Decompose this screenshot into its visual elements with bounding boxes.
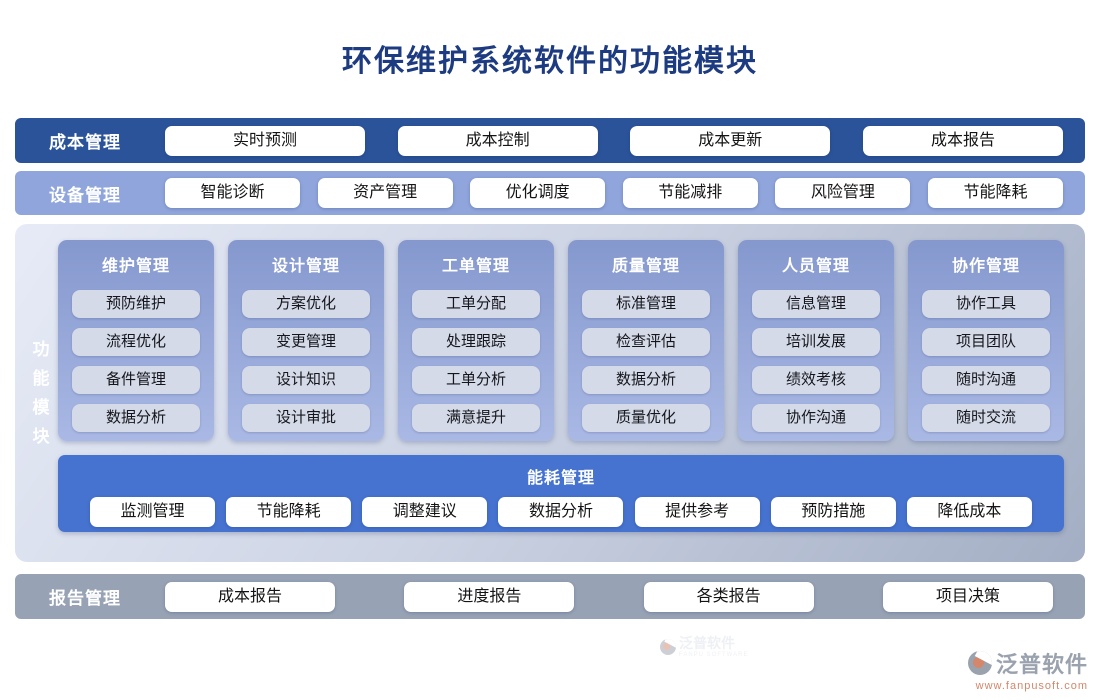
watermark: 泛普软件 FANPU SOFTWARE [660, 636, 748, 658]
module-item-button[interactable]: 培训发展 [752, 328, 880, 356]
energy-management-band: 能耗管理 监测管理节能降耗调整建议数据分析提供参考预防措施降低成本 [58, 455, 1064, 532]
module-column: 质量管理 标准管理检查评估数据分析质量优化 [568, 240, 724, 441]
module-item-button[interactable]: 信息管理 [752, 290, 880, 318]
module-item-button[interactable]: 工单分析 [412, 366, 540, 394]
module-item-button[interactable]: 随时交流 [922, 404, 1050, 432]
function-modules-side-label: 功能模块 [32, 340, 50, 446]
fanpu-website: www.fanpusoft.com [975, 680, 1088, 692]
energy-button-list: 监测管理节能降耗调整建议数据分析提供参考预防措施降低成本 [90, 497, 1032, 527]
module-item-list: 信息管理培训发展绩效考核协作沟通 [752, 290, 880, 432]
report-button-list: 成本报告 进度报告 各类报告 项目决策 [165, 581, 1053, 612]
equipment-button[interactable]: 资产管理 [317, 178, 453, 208]
equipment-bar-label: 设备管理 [49, 185, 121, 205]
module-item-button[interactable]: 数据分析 [582, 366, 710, 394]
report-button[interactable]: 各类报告 [643, 581, 814, 612]
module-column-title: 人员管理 [781, 258, 850, 275]
module-item-list: 方案优化变更管理设计知识设计审批 [242, 290, 370, 432]
energy-button[interactable]: 提供参考 [634, 497, 760, 527]
energy-button[interactable]: 数据分析 [498, 497, 624, 527]
module-item-button[interactable]: 质量优化 [582, 404, 710, 432]
module-item-button[interactable]: 方案优化 [242, 290, 370, 318]
report-button[interactable]: 进度报告 [404, 581, 575, 612]
report-button[interactable]: 项目决策 [882, 581, 1053, 612]
energy-button[interactable]: 降低成本 [906, 497, 1032, 527]
module-item-button[interactable]: 检查评估 [582, 328, 710, 356]
module-column-list: 维护管理 预防维护流程优化备件管理数据分析 设计管理 方案优化变更管理设计知识设… [58, 240, 1064, 441]
module-item-button[interactable]: 预防维护 [72, 290, 200, 318]
module-item-button[interactable]: 设计审批 [242, 404, 370, 432]
module-item-button[interactable]: 数据分析 [72, 404, 200, 432]
report-management-bar: 报告管理 成本报告 进度报告 各类报告 项目决策 [15, 574, 1085, 619]
module-column: 设计管理 方案优化变更管理设计知识设计审批 [228, 240, 384, 441]
equipment-button[interactable]: 智能诊断 [165, 178, 300, 208]
equipment-button[interactable]: 节能减排 [622, 178, 758, 208]
equipment-button-list: 智能诊断资产管理优化调度节能减排风险管理节能降耗 [165, 178, 1063, 208]
fanpu-logo: 泛普软件 www.fanpusoft.com [967, 647, 1088, 692]
module-item-button[interactable]: 处理跟踪 [412, 328, 540, 356]
module-column: 工单管理 工单分配处理跟踪工单分析满意提升 [398, 240, 554, 441]
module-item-button[interactable]: 变更管理 [242, 328, 370, 356]
cost-bar-label: 成本管理 [49, 133, 121, 152]
cost-button[interactable]: 成本更新 [630, 125, 831, 156]
module-column: 协作管理 协作工具项目团队随时沟通随时交流 [908, 240, 1064, 441]
energy-band-title: 能耗管理 [526, 470, 595, 487]
module-item-button[interactable]: 标准管理 [582, 290, 710, 318]
module-column-title: 维护管理 [101, 258, 170, 275]
module-item-list: 预防维护流程优化备件管理数据分析 [72, 290, 200, 432]
cost-button[interactable]: 成本控制 [397, 125, 598, 156]
module-item-button[interactable]: 协作沟通 [752, 404, 880, 432]
module-item-button[interactable]: 流程优化 [72, 328, 200, 356]
report-bar-label: 报告管理 [49, 589, 121, 608]
fanpu-logo-icon [967, 651, 992, 675]
equipment-button[interactable]: 节能降耗 [927, 178, 1063, 208]
function-modules-panel: 功能模块 维护管理 预防维护流程优化备件管理数据分析 设计管理 方案优化变更管理… [15, 224, 1085, 658]
energy-button[interactable]: 预防措施 [770, 497, 896, 527]
fanpu-logo-text: 泛普软件 [995, 652, 1088, 677]
module-column: 维护管理 预防维护流程优化备件管理数据分析 [58, 240, 214, 441]
energy-button[interactable]: 节能降耗 [226, 497, 352, 527]
module-item-list: 标准管理检查评估数据分析质量优化 [582, 290, 710, 432]
energy-button[interactable]: 监测管理 [90, 497, 215, 527]
cost-management-bar: 成本管理 实时预测 成本控制 成本更新成本报告 [15, 118, 1085, 163]
module-column-title: 协作管理 [951, 258, 1020, 275]
page-title: 环保维护系统软件的功能模块 [342, 45, 758, 78]
module-column-title: 工单管理 [441, 258, 510, 275]
cost-button-list: 实时预测 成本控制 成本更新成本报告 [165, 125, 1063, 156]
module-item-button[interactable]: 绩效考核 [752, 366, 880, 394]
fanpu-logo-icon [660, 639, 676, 655]
cost-button[interactable]: 实时预测 [165, 125, 365, 156]
module-item-list: 工单分配处理跟踪工单分析满意提升 [412, 290, 540, 432]
module-column-title: 质量管理 [611, 258, 680, 275]
module-item-button[interactable]: 满意提升 [412, 404, 540, 432]
module-item-button[interactable]: 设计知识 [242, 366, 370, 394]
energy-button[interactable]: 调整建议 [362, 497, 488, 527]
equipment-button[interactable]: 优化调度 [470, 178, 606, 208]
module-item-list: 协作工具项目团队随时沟通随时交流 [922, 290, 1050, 432]
watermark-subtext: FANPU SOFTWARE [679, 652, 749, 658]
equipment-management-bar: 设备管理 智能诊断资产管理优化调度节能减排风险管理节能降耗 [15, 171, 1085, 215]
module-column: 人员管理 信息管理培训发展绩效考核协作沟通 [738, 240, 894, 441]
equipment-button[interactable]: 风险管理 [775, 178, 911, 208]
module-item-button[interactable]: 备件管理 [72, 366, 200, 394]
module-item-button[interactable]: 随时沟通 [922, 366, 1050, 394]
cost-button[interactable]: 成本报告 [862, 125, 1063, 156]
report-button[interactable]: 成本报告 [165, 581, 335, 612]
module-item-button[interactable]: 工单分配 [412, 290, 540, 318]
module-item-button[interactable]: 协作工具 [922, 290, 1050, 318]
module-column-title: 设计管理 [271, 258, 340, 275]
module-item-button[interactable]: 项目团队 [922, 328, 1050, 356]
watermark-text: 泛普软件 [679, 635, 735, 651]
